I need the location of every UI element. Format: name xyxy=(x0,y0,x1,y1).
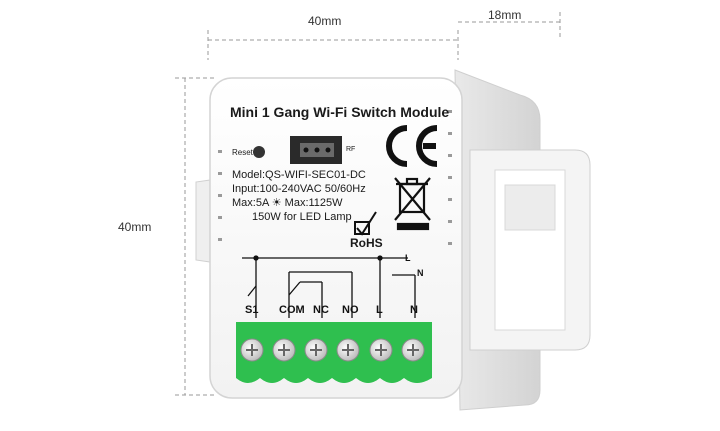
module-front-face xyxy=(209,77,463,399)
spec-max: Max:5A ☀ Max:1125W xyxy=(232,197,343,209)
reset-button-graphic xyxy=(253,146,265,158)
weee-bin-icon xyxy=(394,177,431,231)
reset-label: Reset xyxy=(232,148,253,157)
spec-model: Model:QS-WIFI-SEC01-DC xyxy=(232,169,366,181)
wiring-diagram xyxy=(242,255,416,318)
spec-led: 150W for LED Lamp xyxy=(252,211,352,223)
screw-slots xyxy=(246,344,419,356)
rohs-label: RoHS xyxy=(350,236,383,250)
height-dimension-label: 40mm xyxy=(118,220,152,234)
module-side-body xyxy=(195,69,591,411)
terminal-label-l: L xyxy=(376,304,383,316)
rohs-check-icon xyxy=(354,211,377,236)
terminal-label-com: COM xyxy=(279,304,305,316)
terminal-block xyxy=(236,322,432,383)
terminal-label-s1: S1 xyxy=(245,304,259,316)
depth-dimension-label: 18mm xyxy=(488,8,522,22)
ce-mark xyxy=(386,125,438,167)
width-dimension-label: 40mm xyxy=(308,14,342,28)
spec-input: Input:100-240VAC 50/60Hz xyxy=(232,183,366,195)
dimension-lines xyxy=(175,12,561,396)
wiring-label-l: L xyxy=(405,253,411,263)
rf-label: RF xyxy=(346,146,356,153)
terminal-label-nc: NC xyxy=(313,304,329,316)
wiring-label-n: N xyxy=(417,268,424,278)
terminal-label-no: NO xyxy=(342,304,359,316)
device-title: Mini 1 Gang Wi-Fi Switch Module xyxy=(230,104,450,120)
vent-slots xyxy=(218,110,452,245)
spec-block: Model:QS-WIFI-SEC01-DC Input:100-240VAC … xyxy=(232,168,366,224)
terminal-label-n: N xyxy=(410,304,418,316)
rf-connector xyxy=(290,136,342,164)
